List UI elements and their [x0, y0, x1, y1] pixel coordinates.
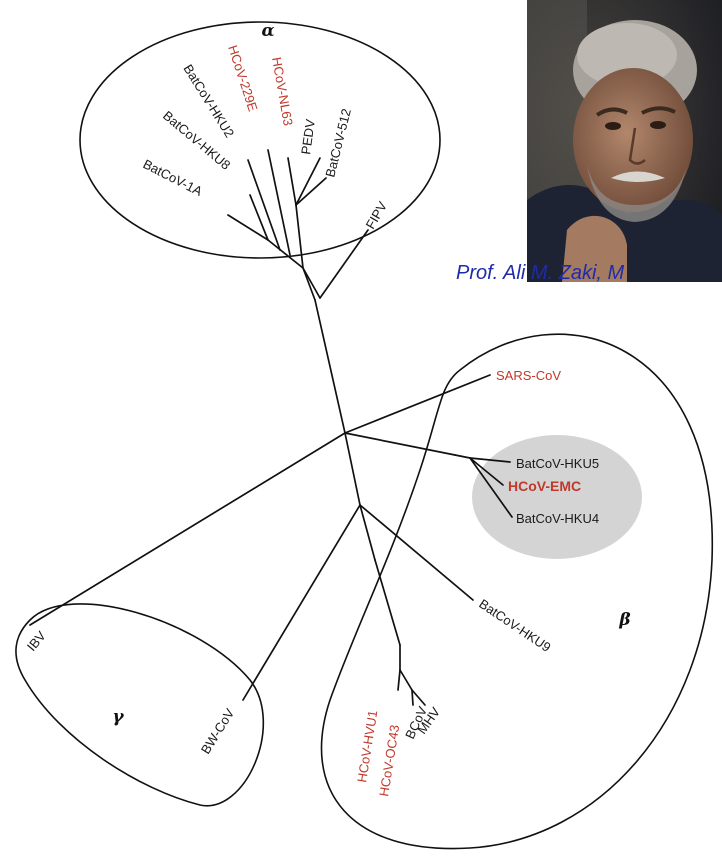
taxon-fipv: FIPV [363, 199, 391, 232]
taxon-batcov-512: BatCoV-512 [322, 107, 354, 179]
taxon-batcov-hku5: BatCoV-HKU5 [516, 456, 599, 471]
photo-caption: Prof. Ali M. Zaki, M [456, 262, 625, 284]
gamma-group-label: γ [112, 707, 124, 727]
taxon-batcov-hku4: BatCoV-HKU4 [516, 511, 599, 526]
taxon-hcov-emc: HCoV-EMC [508, 478, 581, 494]
hku4-hku5-highlight [472, 435, 642, 559]
tree-branches [29, 149, 513, 706]
taxon-ibv: IBV [24, 628, 49, 654]
taxon-hcov-nl63: HCoV-NL63 [269, 56, 296, 127]
taxon-bw-cov: BW-CoV [198, 706, 238, 757]
taxon-pedv: PEDV [298, 118, 318, 155]
alpha-group-outline [79, 21, 441, 259]
taxon-batcov-1a: BatCoV-1A [141, 156, 205, 199]
taxon-batcov-hku9: BatCoV-HKU9 [476, 596, 553, 655]
beta-group-outline [320, 333, 713, 850]
portrait-photo [527, 0, 722, 282]
beta-group-label: β [618, 610, 630, 630]
taxon-hcov-oc43: HCoV-OC43 [376, 724, 402, 798]
gamma-group-outline [15, 603, 265, 807]
alpha-group-label: α [261, 21, 274, 41]
taxon-hcov-229e: HCoV-229E [225, 43, 261, 113]
taxon-hcov-hku1: HCoV-HVU1 [354, 709, 380, 783]
taxon-sars-cov: SARS-CoV [496, 368, 561, 383]
